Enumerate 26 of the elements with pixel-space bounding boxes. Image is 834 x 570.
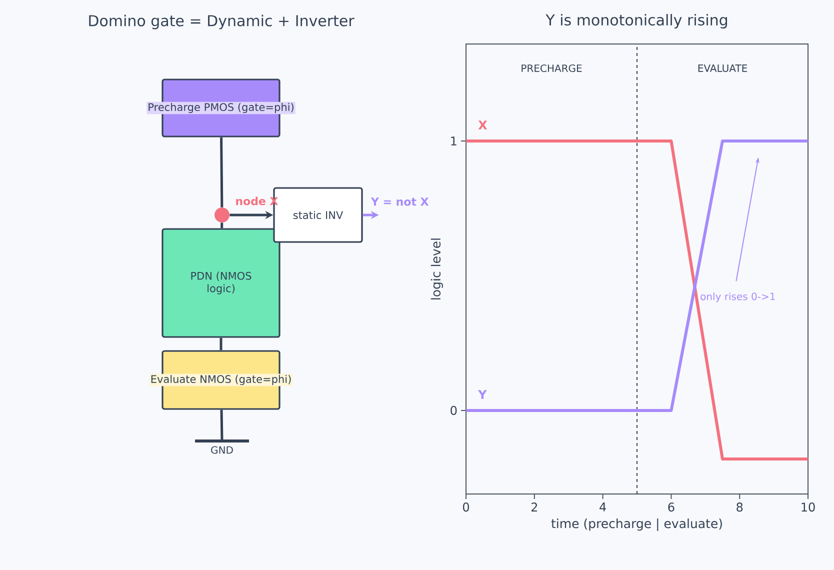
x-tick-label: 0 bbox=[462, 502, 470, 512]
wire bbox=[220, 410, 224, 442]
x-tick-label: 8 bbox=[736, 502, 743, 512]
x-tick-label: 4 bbox=[600, 502, 606, 512]
nmos-box: Evaluate NMOS (gate=phi) bbox=[149, 350, 293, 410]
x-tick-label: 10 bbox=[802, 502, 815, 512]
annotation: only rises 0->1 bbox=[700, 292, 775, 302]
diagram-title: Domino gate = Dynamic + Inverter bbox=[89, 14, 354, 30]
wire bbox=[220, 222, 224, 228]
y-tick-label: 1 bbox=[451, 136, 456, 146]
chart-title: Y is monotonically rising bbox=[546, 14, 727, 28]
pmos-box: Precharge PMOS (gate=phi) bbox=[146, 78, 296, 138]
series-label: Y bbox=[478, 390, 487, 399]
edge-label: Y = not X bbox=[370, 198, 429, 206]
x-axis-title: time (precharge | evaluate) bbox=[551, 518, 722, 531]
annotation: PRECHARGE bbox=[522, 64, 582, 72]
node-dot bbox=[214, 208, 230, 222]
y-axis-title: logic level bbox=[430, 238, 443, 300]
ground-label: GND bbox=[211, 446, 233, 454]
wire bbox=[220, 338, 222, 350]
annotation: EVALUATE bbox=[698, 64, 747, 72]
x-tick-label: 6 bbox=[668, 502, 674, 512]
x-tick-label: 2 bbox=[531, 502, 538, 512]
pdn-box: PDN (NMOS logic) bbox=[162, 228, 280, 338]
wire bbox=[220, 137, 224, 208]
series-label: X bbox=[478, 120, 488, 130]
